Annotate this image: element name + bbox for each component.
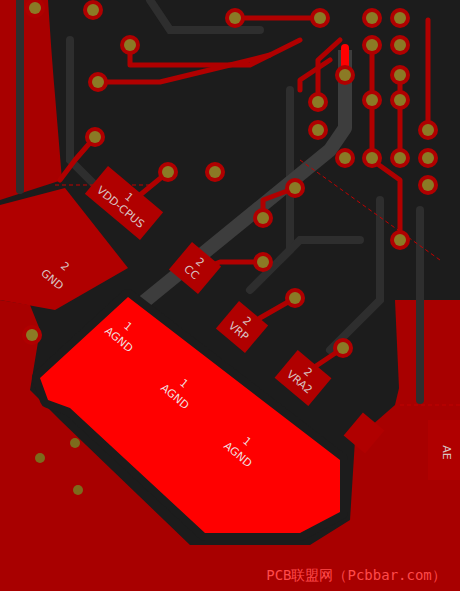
via-drill [89,131,101,143]
inner-trace [140,50,345,305]
via-drill [394,39,406,51]
via [390,90,410,110]
via [362,8,382,28]
via [418,175,438,195]
copper-pour [0,0,62,200]
via [85,127,105,147]
pad-outline [0,186,130,314]
pad-shape [0,188,128,310]
via-drill [229,12,241,24]
pad-outline [38,295,342,535]
via [73,485,83,495]
via-drill [29,2,41,14]
via [335,148,355,168]
via [83,0,103,20]
via [308,120,328,140]
pad [428,420,460,480]
via [285,288,305,308]
via [88,72,108,92]
via-drill [366,12,378,24]
pad-shape [40,297,340,533]
pad-label: AE [439,445,452,459]
via-drill [314,12,326,24]
via-drill [422,179,434,191]
pad [344,413,385,454]
via [310,8,330,28]
via [390,230,410,250]
via [390,35,410,55]
via [390,148,410,168]
via-drill [92,76,104,88]
net-name: VDD-CPUS [94,184,146,231]
via-drill [312,124,324,136]
via [418,120,438,140]
copper-pad: 1AGND1AGND1AGND [38,295,342,535]
via [253,252,273,272]
via-drill [366,152,378,164]
via [390,8,410,28]
via-drill [257,212,269,224]
via-drill [366,39,378,51]
via-drill [394,12,406,24]
via [418,148,438,168]
via [70,438,80,448]
via [25,0,45,18]
via-drill [26,329,38,341]
via-drill [289,182,301,194]
via-drill [339,69,351,81]
via [253,208,273,228]
via [333,338,353,358]
via-drill [87,4,99,16]
via-drill [366,94,378,106]
copper-pad: 2GND [0,186,130,314]
via-drill [422,152,434,164]
via-drill [394,94,406,106]
via-drill [394,152,406,164]
via [120,35,140,55]
via [22,325,42,345]
watermark: PCB联盟网（Pcbbar.com） [266,567,446,585]
via [335,65,355,85]
via-drill [394,69,406,81]
component-pad: 2VRP [216,301,268,353]
pad-clearance [40,297,340,533]
via-drill [162,166,174,178]
via-drill [257,256,269,268]
via [390,65,410,85]
copper-pour [395,300,460,410]
via-drill [337,342,349,354]
via [35,453,45,463]
via-drill [312,96,324,108]
via-drill [289,292,301,304]
via [158,162,178,182]
via [362,148,382,168]
via [362,90,382,110]
via [285,178,305,198]
via [308,92,328,112]
via [225,8,245,28]
via [362,35,382,55]
via-drill [339,152,351,164]
via [205,162,225,182]
via-drill [209,166,221,178]
via-drill [124,39,136,51]
via-drill [422,124,434,136]
via-drill [394,234,406,246]
